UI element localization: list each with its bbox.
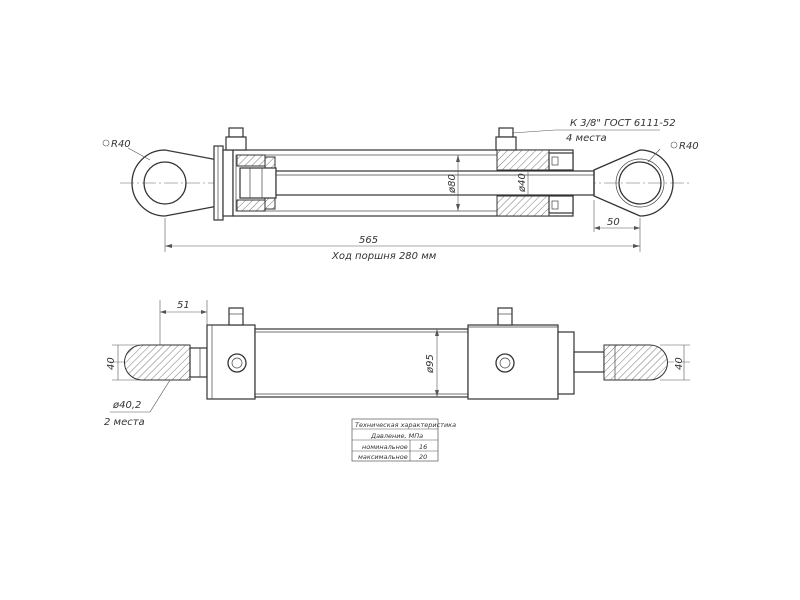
stroke-note: Ход поршня 280 мм	[331, 251, 437, 262]
piston	[236, 154, 277, 212]
pin-hole-label: ø40,2	[112, 400, 141, 411]
left-eye-side	[124, 344, 208, 381]
bore-diameter-label: ø80	[447, 174, 458, 194]
top-view: ø80 ø40 R40 R40 К 3/8" ГОСТ 6111-52 4 ме…	[102, 118, 699, 262]
eye-offset-dimension: 50	[593, 200, 640, 232]
svg-text:R40: R40	[111, 139, 131, 150]
right-eye	[593, 149, 674, 217]
spec-row-nominal-label: номинальное	[362, 443, 408, 451]
spec-table: Техническая характеристика Давление, МПа…	[351, 418, 456, 462]
spec-row-nominal-value: 16	[419, 443, 427, 451]
svg-text:51: 51	[177, 300, 190, 311]
left-cap-side	[206, 324, 256, 400]
outer-diameter-label: ø95	[425, 354, 436, 374]
spec-row-max-value: 20	[419, 453, 427, 461]
spec-table-title: Техническая характеристика	[355, 421, 456, 429]
port-note-callout: К 3/8" ГОСТ 6111-52 4 места	[511, 118, 676, 144]
port-note-line1: К 3/8" ГОСТ 6111-52	[570, 118, 676, 129]
left-eye	[131, 149, 219, 217]
left-end-cap	[213, 145, 234, 221]
length-dimension: 565	[164, 218, 641, 252]
left-port-side	[228, 307, 244, 326]
port-right	[495, 127, 517, 151]
barrel-side	[254, 328, 469, 398]
left-port-face-icon	[227, 353, 247, 373]
rod-side	[573, 351, 605, 373]
length-label: 565	[359, 235, 378, 246]
right-eye-side	[603, 344, 668, 381]
spec-table-header: Давление, МПа	[370, 432, 423, 440]
svg-text:40: 40	[106, 357, 117, 370]
pin-hole-callout: ø40,2 2 места	[104, 379, 171, 428]
radius-right-callout: R40	[647, 141, 699, 163]
port-note-line2: 4 места	[566, 133, 607, 144]
bottom-view: ø95 51 40 40 ø40,2 2	[104, 300, 690, 428]
dim-51: 51	[159, 300, 208, 345]
radius-left-callout: R40	[102, 139, 151, 161]
right-cap-side	[467, 324, 559, 400]
svg-text:40: 40	[674, 357, 685, 370]
pin-hole-count: 2 места	[104, 417, 145, 428]
rod-gland	[496, 149, 574, 217]
right-port-side	[497, 307, 513, 326]
spec-row-max-label: максимальное	[358, 453, 408, 461]
eye-offset-label: 50	[607, 217, 620, 228]
width-left-dimension: 40	[106, 344, 142, 381]
port-left	[225, 127, 247, 151]
right-port-face-icon	[495, 353, 515, 373]
width-right-dimension: 40	[660, 344, 690, 381]
svg-text:R40: R40	[679, 141, 699, 152]
piston-rod	[275, 170, 595, 196]
rod-diameter-label: ø40	[517, 173, 528, 193]
